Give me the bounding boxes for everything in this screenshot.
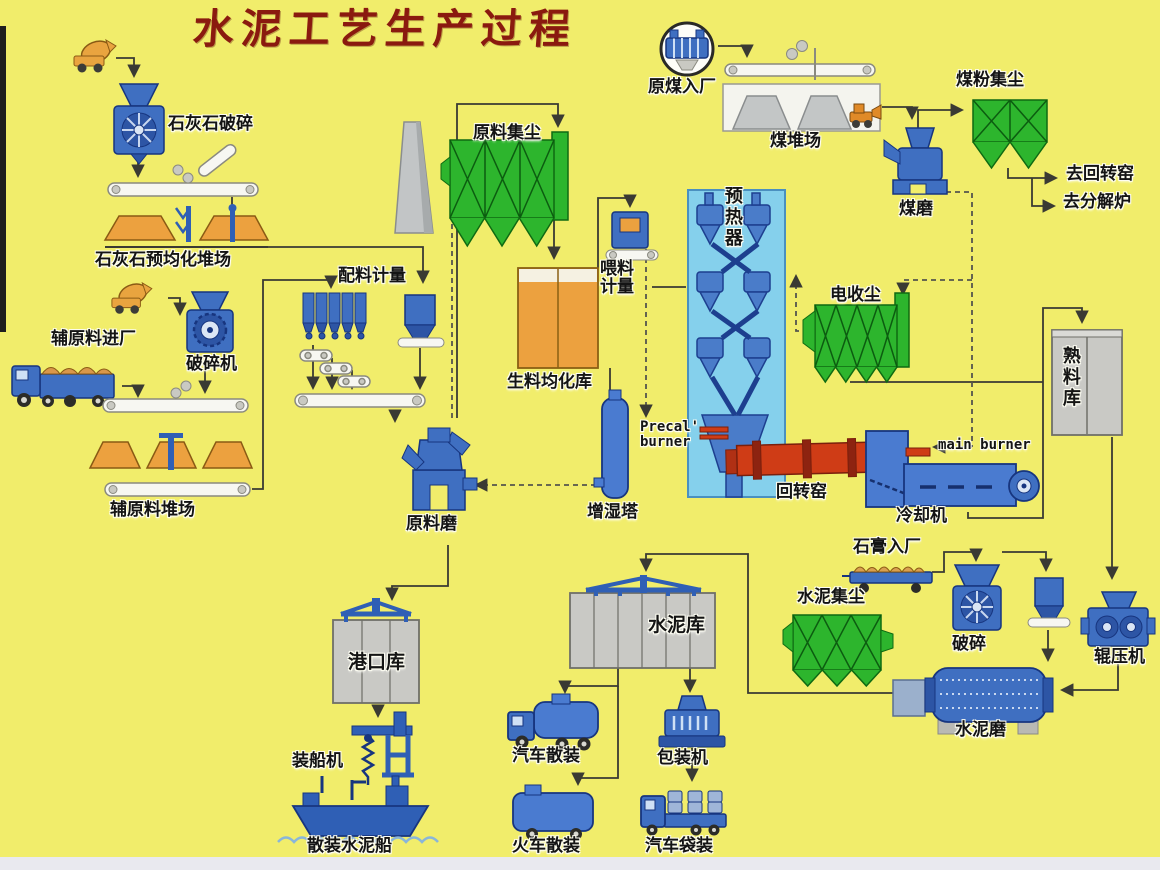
loader-icon bbox=[849, 103, 882, 128]
label-aux-yard: 辅原料堆场 bbox=[110, 500, 195, 520]
roller-press-icon bbox=[1080, 591, 1156, 647]
label-humidifier-tower: 增湿塔 bbox=[587, 502, 638, 522]
limestone-crusher-icon bbox=[113, 83, 165, 165]
label-precal-burner: Precal' burner bbox=[640, 419, 700, 450]
label-cooler: 冷却机 bbox=[896, 506, 947, 526]
gypsum-crusher-icon bbox=[952, 564, 1002, 631]
roller-icon bbox=[182, 172, 194, 184]
mixer-truck-icon bbox=[73, 38, 117, 73]
cement-dust-filter-icon bbox=[782, 614, 894, 688]
aux-crusher-icon bbox=[186, 291, 234, 353]
label-aux-crusher: 破碎机 bbox=[186, 354, 237, 374]
rotary-kiln-icon bbox=[725, 438, 879, 480]
bag-truck-icon bbox=[640, 790, 727, 836]
label-ship-loader: 装船机 bbox=[292, 751, 343, 771]
label-raw-dust-collect: 原料集尘 bbox=[473, 123, 541, 143]
conveyor-icon bbox=[107, 182, 259, 197]
packing-machine-icon bbox=[658, 695, 726, 748]
wagon-tippler-icon bbox=[659, 21, 715, 77]
coal-yard-icon bbox=[722, 83, 882, 132]
label-batching-metering: 配料计量 bbox=[338, 266, 406, 286]
diagram-title: 水泥工艺生产过程 bbox=[191, 5, 579, 53]
single-hopper-icon bbox=[397, 294, 445, 348]
surge-hopper-icon bbox=[1027, 577, 1071, 628]
port-silo-icon bbox=[332, 598, 420, 704]
label-packing-machine: 包装机 bbox=[657, 748, 708, 768]
label-raw-meal-silo: 生料均化库 bbox=[507, 372, 592, 392]
conveyor-icon bbox=[104, 482, 251, 497]
gypsum-trailer-icon bbox=[842, 566, 933, 593]
raw-meal-silo-icon bbox=[517, 267, 599, 369]
cement-mill-icon bbox=[892, 667, 1054, 735]
label-gypsum-in: 石膏入厂 bbox=[853, 537, 921, 557]
roller-icon bbox=[172, 164, 184, 176]
conveyor-icon bbox=[102, 380, 249, 413]
ship-loader-icon bbox=[351, 711, 414, 785]
label-gypsum-crushing: 破碎 bbox=[952, 634, 986, 654]
feed-meter-icon bbox=[605, 211, 659, 261]
cooler-icon bbox=[865, 430, 1040, 508]
bulk-ship-icon bbox=[277, 775, 439, 844]
label-coal-yard: 煤堆场 bbox=[770, 131, 821, 151]
coal-conveyor-icon bbox=[724, 40, 876, 80]
label-raw-mill: 原料磨 bbox=[406, 514, 457, 534]
label-port-silo: 港口库 bbox=[348, 651, 406, 673]
label-cement-dust-collect: 水泥集尘 bbox=[797, 587, 865, 607]
label-to-calciner: 去分解炉 bbox=[1063, 192, 1131, 212]
chimney-icon bbox=[394, 121, 434, 234]
bottom-border-strip bbox=[0, 857, 1160, 870]
label-preheater: 预热器 bbox=[721, 186, 743, 249]
incline-conveyor-icon bbox=[198, 143, 237, 177]
label-main-burner: main burner bbox=[938, 437, 1031, 453]
label-coal-mill: 煤磨 bbox=[899, 199, 933, 219]
precal-burner-icon bbox=[699, 426, 729, 440]
batching-hoppers-icon bbox=[302, 292, 367, 340]
label-cement-mill: 水泥磨 bbox=[955, 720, 1006, 740]
bulk-truck-icon bbox=[507, 693, 599, 751]
label-to-rotary-kiln: 去回转窑 bbox=[1066, 164, 1134, 184]
label-truck-bulk: 汽车散装 bbox=[512, 746, 580, 766]
humidifier-tower-icon bbox=[593, 389, 629, 499]
cement-silo-icon bbox=[569, 575, 716, 669]
label-feed-metering: 喂料计量 bbox=[600, 259, 634, 297]
label-limestone-crushing: 石灰石破碎 bbox=[168, 114, 253, 134]
label-train-bulk: 火车散装 bbox=[512, 836, 580, 856]
clinker-silo-icon bbox=[1051, 329, 1123, 436]
limestone-stockyard-icon bbox=[103, 204, 270, 248]
label-limestone-yard: 石灰石预均化堆场 bbox=[95, 250, 231, 270]
aux-stockyard-icon bbox=[88, 433, 254, 470]
label-esp: 电收尘 bbox=[830, 285, 881, 305]
weigh-feeder-capsules-icon bbox=[299, 349, 371, 388]
label-bulk-cement-ship: 散装水泥船 bbox=[307, 836, 392, 856]
raw-mill-icon bbox=[401, 427, 478, 511]
label-roller-press: 辊压机 bbox=[1094, 647, 1145, 667]
label-cement-silo: 水泥库 bbox=[648, 614, 706, 636]
label-coal-dust-collect: 煤粉集尘 bbox=[956, 70, 1024, 90]
coal-dust-filter-icon bbox=[972, 99, 1048, 170]
label-truck-bagged: 汽车袋装 bbox=[645, 836, 713, 856]
esp-filter-icon bbox=[802, 292, 910, 384]
main-burner-pipe-icon bbox=[905, 447, 931, 457]
long-conveyor-icon bbox=[294, 393, 426, 408]
raw-dust-filter-icon bbox=[440, 131, 569, 248]
label-coal-in: 原煤入厂 bbox=[648, 77, 716, 97]
mixer-truck-icon bbox=[111, 281, 153, 314]
left-border-strip bbox=[0, 26, 6, 332]
label-clinker-silo: 熟料库 bbox=[1059, 346, 1081, 409]
label-aux-material-in: 辅原料进厂 bbox=[51, 329, 136, 349]
label-rotary-kiln: 回转窑 bbox=[776, 482, 827, 502]
cargo-truck-icon bbox=[11, 365, 115, 407]
coal-mill-icon bbox=[883, 127, 948, 195]
train-tank-icon bbox=[512, 784, 594, 840]
